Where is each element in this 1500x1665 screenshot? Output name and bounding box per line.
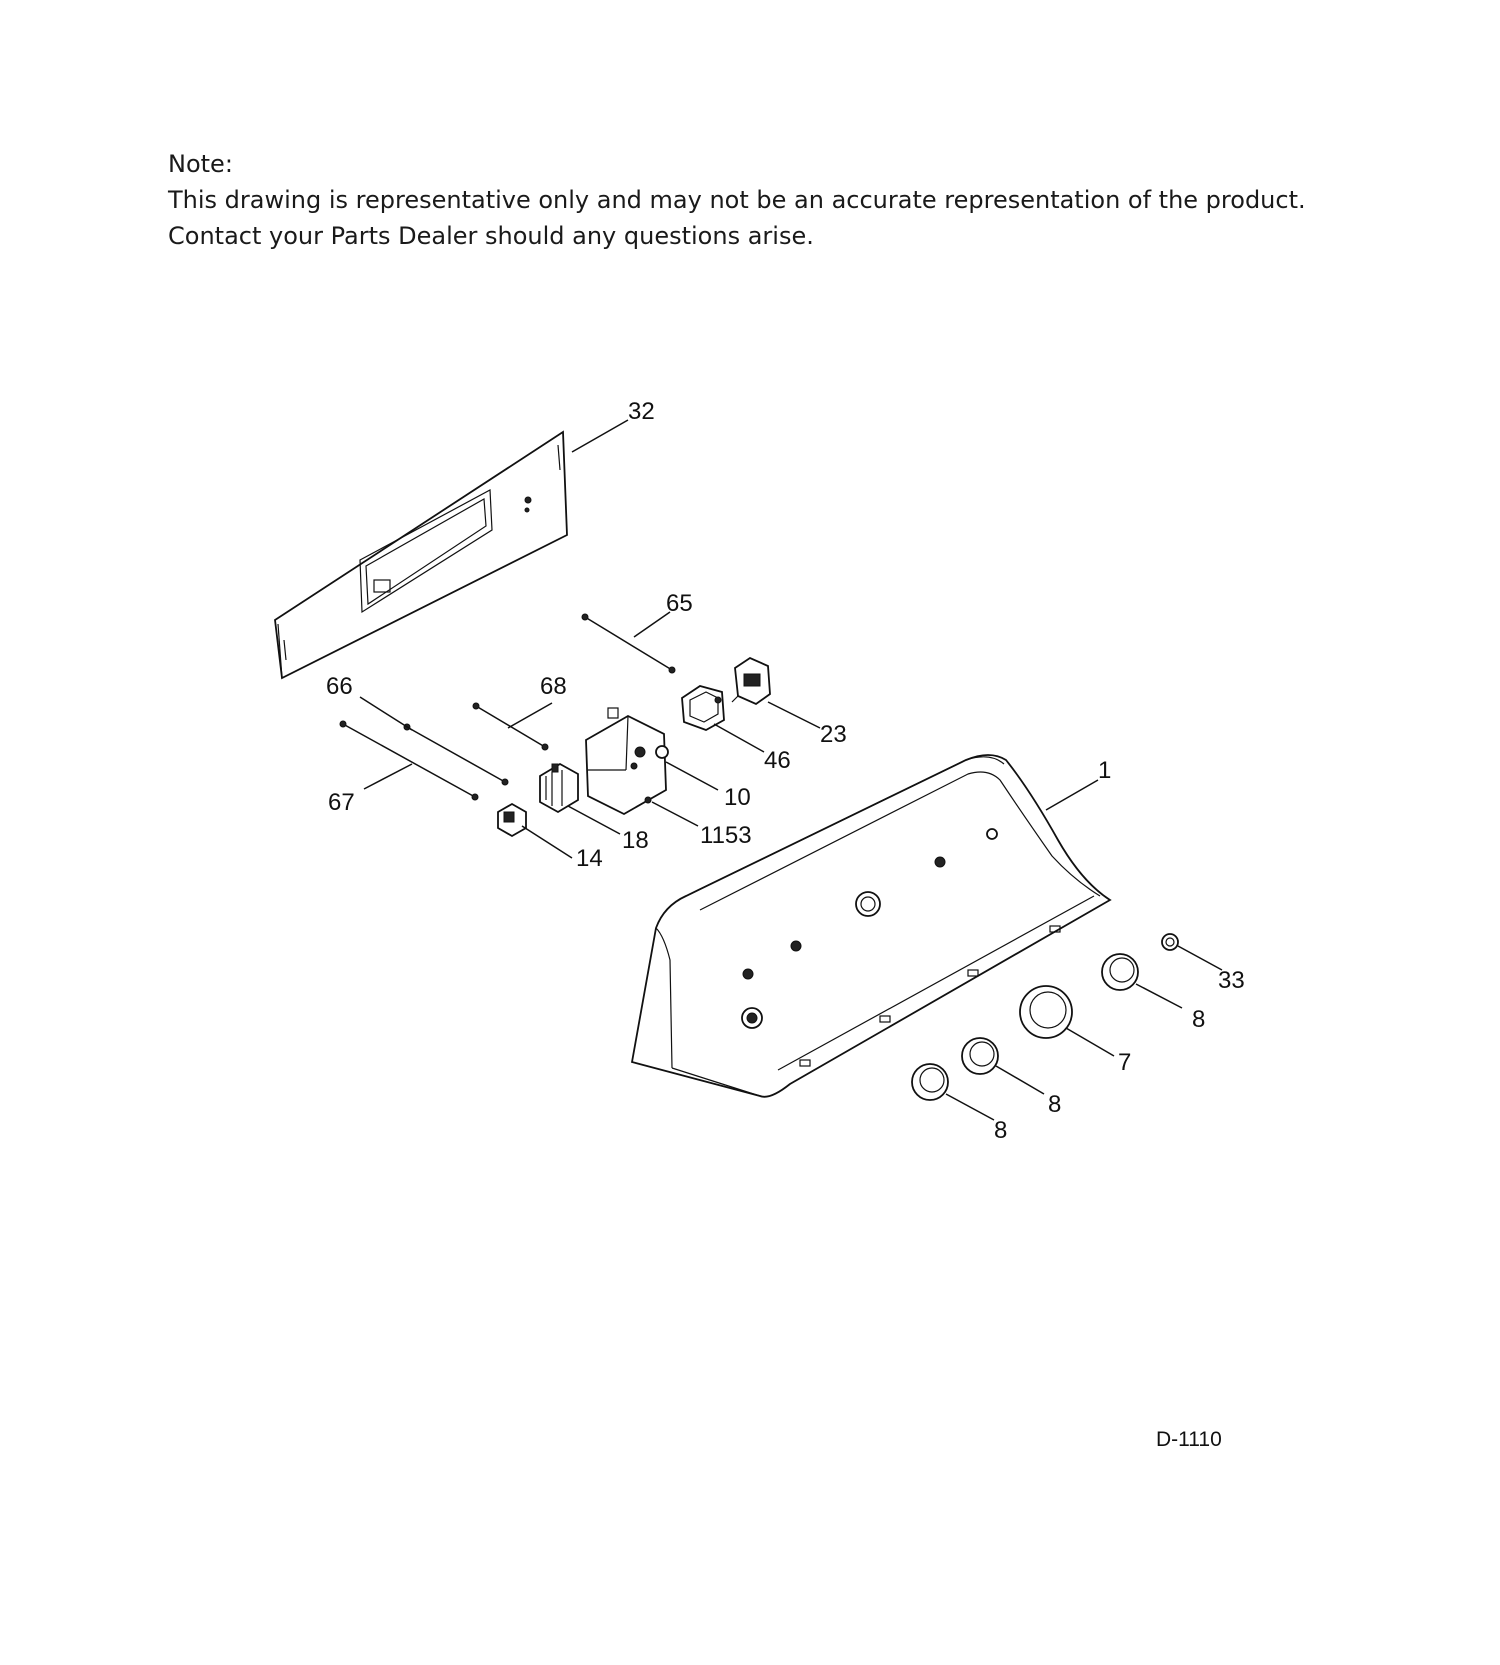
- part-32-back-panel: [274, 430, 568, 680]
- callout-8-left: 8: [994, 1117, 1007, 1144]
- drawing-code: D-1110: [1156, 1428, 1222, 1451]
- part-33-cap: [1161, 933, 1179, 951]
- part-23-switch: [731, 656, 771, 706]
- callout-32: 32: [628, 398, 655, 425]
- callout-1153: 1153: [700, 822, 752, 849]
- callout-23: 23: [820, 721, 847, 748]
- part-14-switch: [497, 802, 527, 838]
- part-8-knob-b: [961, 1037, 999, 1075]
- part-66-wire: [403, 723, 509, 786]
- callout-46: 46: [764, 747, 791, 774]
- note-line-2: Contact your Parts Dealer should any que…: [168, 222, 814, 250]
- part-1-console: [630, 754, 1112, 1098]
- part-7-knob: [1019, 985, 1073, 1039]
- part-8-knob-c: [911, 1063, 949, 1101]
- callout-8-middle: 8: [1048, 1091, 1061, 1118]
- callout-33: 33: [1218, 967, 1245, 994]
- part-18-switch: [539, 762, 579, 814]
- callout-18: 18: [622, 827, 649, 854]
- leader-lines: [359, 419, 1223, 1121]
- callout-10: 10: [724, 784, 751, 811]
- callout-67: 67: [328, 789, 355, 816]
- callout-8-right: 8: [1192, 1006, 1205, 1033]
- part-8-knob-a: [1101, 953, 1139, 991]
- note-line-1: This drawing is representative only and …: [168, 186, 1306, 214]
- callout-7: 7: [1118, 1049, 1131, 1076]
- part-67-wire: [339, 720, 479, 801]
- callout-1: 1: [1098, 757, 1111, 784]
- disclaimer-note: Note: This drawing is representative onl…: [168, 146, 1408, 254]
- part-1153-screw: [644, 796, 652, 804]
- part-10-timer: [585, 707, 669, 816]
- callout-66: 66: [326, 673, 353, 700]
- part-46-switch: [681, 685, 725, 731]
- note-heading: Note:: [168, 150, 233, 178]
- part-65-wire: [581, 613, 676, 674]
- callout-labels: 32 65 66 68 67 23 46 10 18 14 1153 1 33 …: [326, 398, 1245, 1144]
- callout-65: 65: [666, 590, 693, 617]
- callout-68: 68: [540, 673, 567, 700]
- callout-14: 14: [576, 845, 603, 872]
